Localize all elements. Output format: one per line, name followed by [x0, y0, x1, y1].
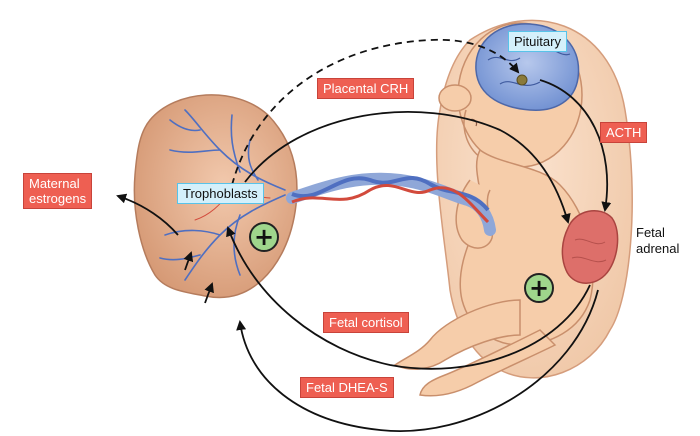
- maternal-estrogens-line2: estrogens: [29, 191, 86, 206]
- pituitary-label: Pituitary: [508, 31, 567, 52]
- stimulation-plus-icon-placenta: +: [249, 222, 279, 252]
- fetal-adrenal-line2: adrenal: [636, 241, 679, 257]
- maternal-estrogens-line1: Maternal: [29, 176, 86, 191]
- maternal-estrogens-label: Maternal estrogens: [23, 173, 92, 209]
- pituitary-gland: [517, 75, 527, 85]
- stimulation-plus-icon-fetus: +: [524, 273, 554, 303]
- fetal-fist: [439, 85, 471, 111]
- placental-crh-label: Placental CRH: [317, 78, 414, 99]
- fetal-dhea-s-label: Fetal DHEA-S: [300, 377, 394, 398]
- fetal-adrenal-line1: Fetal: [636, 225, 679, 241]
- acth-label: ACTH: [600, 122, 647, 143]
- trophoblasts-label: Trophoblasts: [177, 183, 264, 204]
- fetal-cortisol-label: Fetal cortisol: [323, 312, 409, 333]
- fetal-adrenal-label: Fetal adrenal: [636, 225, 679, 257]
